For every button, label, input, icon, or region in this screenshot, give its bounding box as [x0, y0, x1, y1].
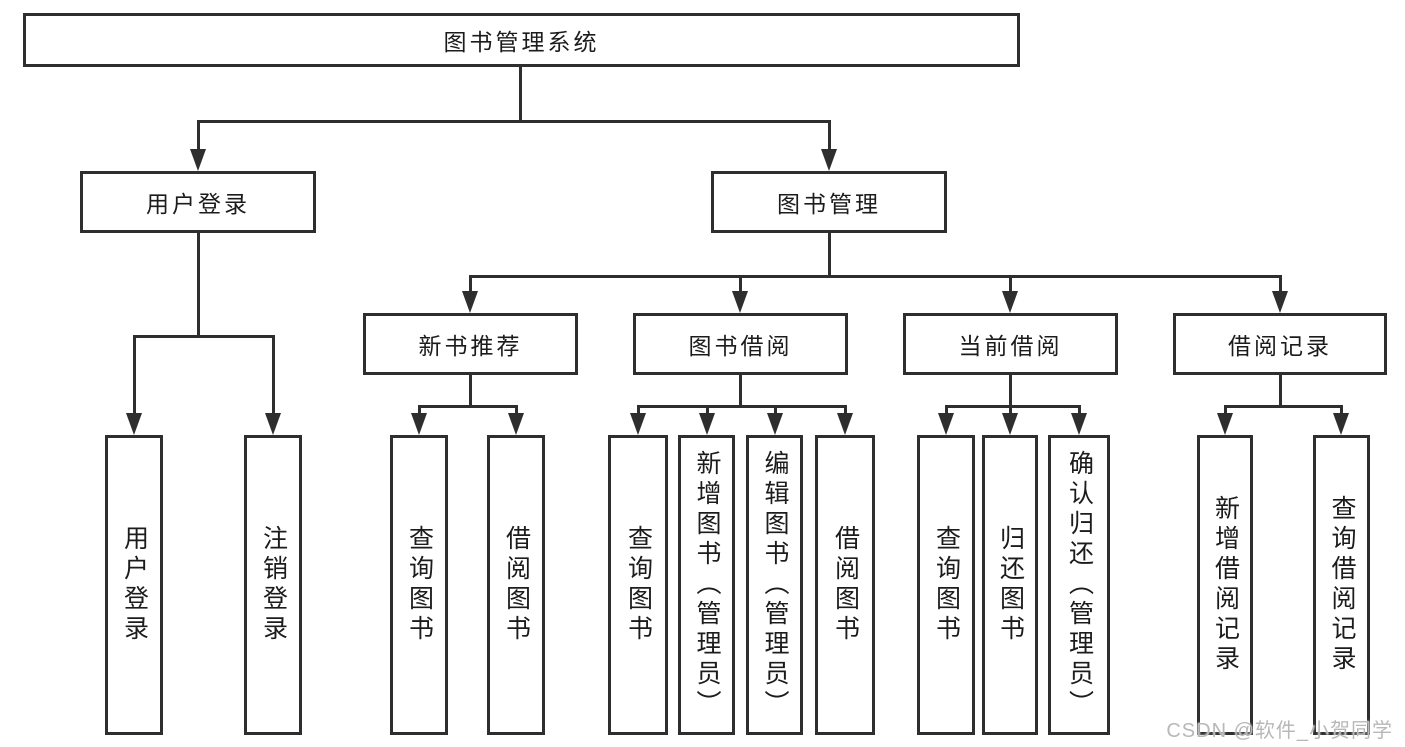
connector-bookborrow-stub-1	[636, 405, 640, 415]
connector-currentborrow-hline	[944, 405, 1081, 408]
node-label: 借阅记录	[1228, 333, 1332, 359]
node-user-login: 用户登录	[80, 171, 316, 233]
leaf-label: 查询图书	[932, 525, 961, 645]
connector-bookborrow-vline	[738, 375, 742, 405]
leaf-borrow-books-borrow: 借阅图书	[815, 435, 875, 735]
node-new-book-recommend: 新书推荐	[363, 313, 578, 375]
leaf-label: 编辑图书（管理员）	[761, 450, 789, 720]
connector-bookborrow-stub-4	[843, 405, 847, 415]
leaf-label: 查询借阅记录	[1328, 495, 1356, 675]
arrow-down-icon	[1002, 413, 1018, 435]
arrow-down-icon	[1002, 291, 1018, 313]
node-borrow-records: 借阅记录	[1173, 313, 1387, 375]
node-label: 图书管理	[777, 191, 881, 217]
arrow-down-icon	[767, 413, 783, 435]
connector-userlogin-stub-1	[132, 335, 136, 413]
connector-bookmgmt-stub-1	[468, 275, 472, 293]
arrow-down-icon	[1272, 291, 1288, 313]
connector-borrowrecords-stub-1	[1223, 405, 1227, 415]
arrow-down-icon	[630, 413, 646, 435]
arrow-down-icon	[190, 149, 206, 171]
arrow-down-icon	[411, 413, 427, 435]
leaf-label: 确认归还（管理员）	[1065, 450, 1094, 720]
connector-userlogin-vline	[196, 233, 200, 335]
watermark: CSDN @软件_小贺同学	[1166, 720, 1393, 742]
connector-newbooks-stub-2	[514, 405, 518, 415]
connector-root-stub-left	[196, 120, 200, 150]
arrow-down-icon	[821, 149, 837, 171]
leaf-label: 借阅图书	[831, 525, 860, 645]
connector-borrowrecords-hline	[1223, 405, 1343, 408]
leaf-label: 新增借阅记录	[1211, 495, 1240, 675]
connector-newbooks-hline	[417, 405, 518, 408]
leaf-return-book: 归还图书	[982, 435, 1038, 735]
leaf-borrow-books-newbooks: 借阅图书	[487, 435, 545, 735]
connector-newbooks-stub-1	[417, 405, 421, 415]
connector-currentborrow-vline	[1008, 375, 1012, 405]
node-library-system: 图书管理系统	[23, 13, 1020, 67]
leaf-confirm-return-admin: 确认归还（管理员）	[1048, 435, 1110, 735]
leaf-add-book-admin: 新增图书（管理员）	[678, 435, 735, 735]
leaf-label: 查询图书	[405, 525, 434, 645]
connector-bookmgmt-hline	[468, 275, 1282, 278]
arrow-down-icon	[699, 413, 715, 435]
leaf-label: 借阅图书	[502, 525, 531, 645]
leaf-query-books-current: 查询图书	[917, 435, 975, 735]
leaf-query-borrow-record: 查询借阅记录	[1313, 435, 1370, 735]
arrow-down-icon	[462, 291, 478, 313]
leaf-user-login: 用户登录	[105, 435, 163, 735]
node-label: 图书管理系统	[443, 29, 600, 55]
arrow-down-icon	[1217, 413, 1233, 435]
node-label: 图书借阅	[688, 333, 793, 359]
arrow-down-icon	[1071, 413, 1087, 435]
connector-userlogin-hline	[132, 335, 275, 338]
connector-newbooks-vline	[468, 375, 472, 405]
connector-bookmgmt-stub-3	[1008, 275, 1012, 293]
node-label: 新书推荐	[418, 333, 523, 359]
arrow-down-icon	[837, 413, 853, 435]
connector-currentborrow-stub-3	[1077, 405, 1081, 415]
connector-bookborrow-hline	[636, 405, 847, 408]
connector-borrowrecords-vline	[1278, 375, 1282, 405]
node-label: 用户登录	[146, 191, 250, 217]
arrow-down-icon	[265, 413, 281, 435]
node-label: 当前借阅	[958, 333, 1063, 359]
arrow-down-icon	[938, 413, 954, 435]
connector-userlogin-stub-2	[271, 335, 275, 413]
connector-bookmgmt-stub-2	[738, 275, 742, 293]
leaf-edit-book-admin: 编辑图书（管理员）	[746, 435, 803, 735]
node-book-borrowing: 图书借阅	[633, 313, 848, 375]
leaf-logout: 注销登录	[244, 435, 302, 735]
leaf-label: 归还图书	[996, 525, 1025, 645]
arrow-down-icon	[732, 291, 748, 313]
connector-root-vline	[518, 67, 522, 120]
connector-bookborrow-stub-3	[773, 405, 777, 415]
connector-root-hline	[196, 120, 831, 123]
arrow-down-icon	[1333, 413, 1349, 435]
node-current-borrowing: 当前借阅	[903, 313, 1118, 375]
connector-bookmgmt-vline	[827, 233, 831, 275]
connector-root-stub-right	[827, 120, 831, 150]
connector-borrowrecords-stub-2	[1339, 405, 1343, 415]
leaf-label: 新增图书（管理员）	[693, 450, 721, 720]
node-book-management: 图书管理	[711, 171, 947, 233]
leaf-query-books-newbooks: 查询图书	[390, 435, 448, 735]
leaf-add-borrow-record: 新增借阅记录	[1197, 435, 1253, 735]
leaf-label: 用户登录	[120, 525, 149, 645]
connector-bookborrow-stub-2	[705, 405, 709, 415]
arrow-down-icon	[508, 413, 524, 435]
leaf-label: 查询图书	[624, 525, 653, 645]
connector-currentborrow-stub-1	[944, 405, 948, 415]
arrow-down-icon	[126, 413, 142, 435]
connector-currentborrow-stub-2	[1008, 405, 1012, 415]
leaf-label: 注销登录	[259, 525, 288, 645]
leaf-query-books-borrow: 查询图书	[608, 435, 668, 735]
connector-bookmgmt-stub-4	[1278, 275, 1282, 293]
